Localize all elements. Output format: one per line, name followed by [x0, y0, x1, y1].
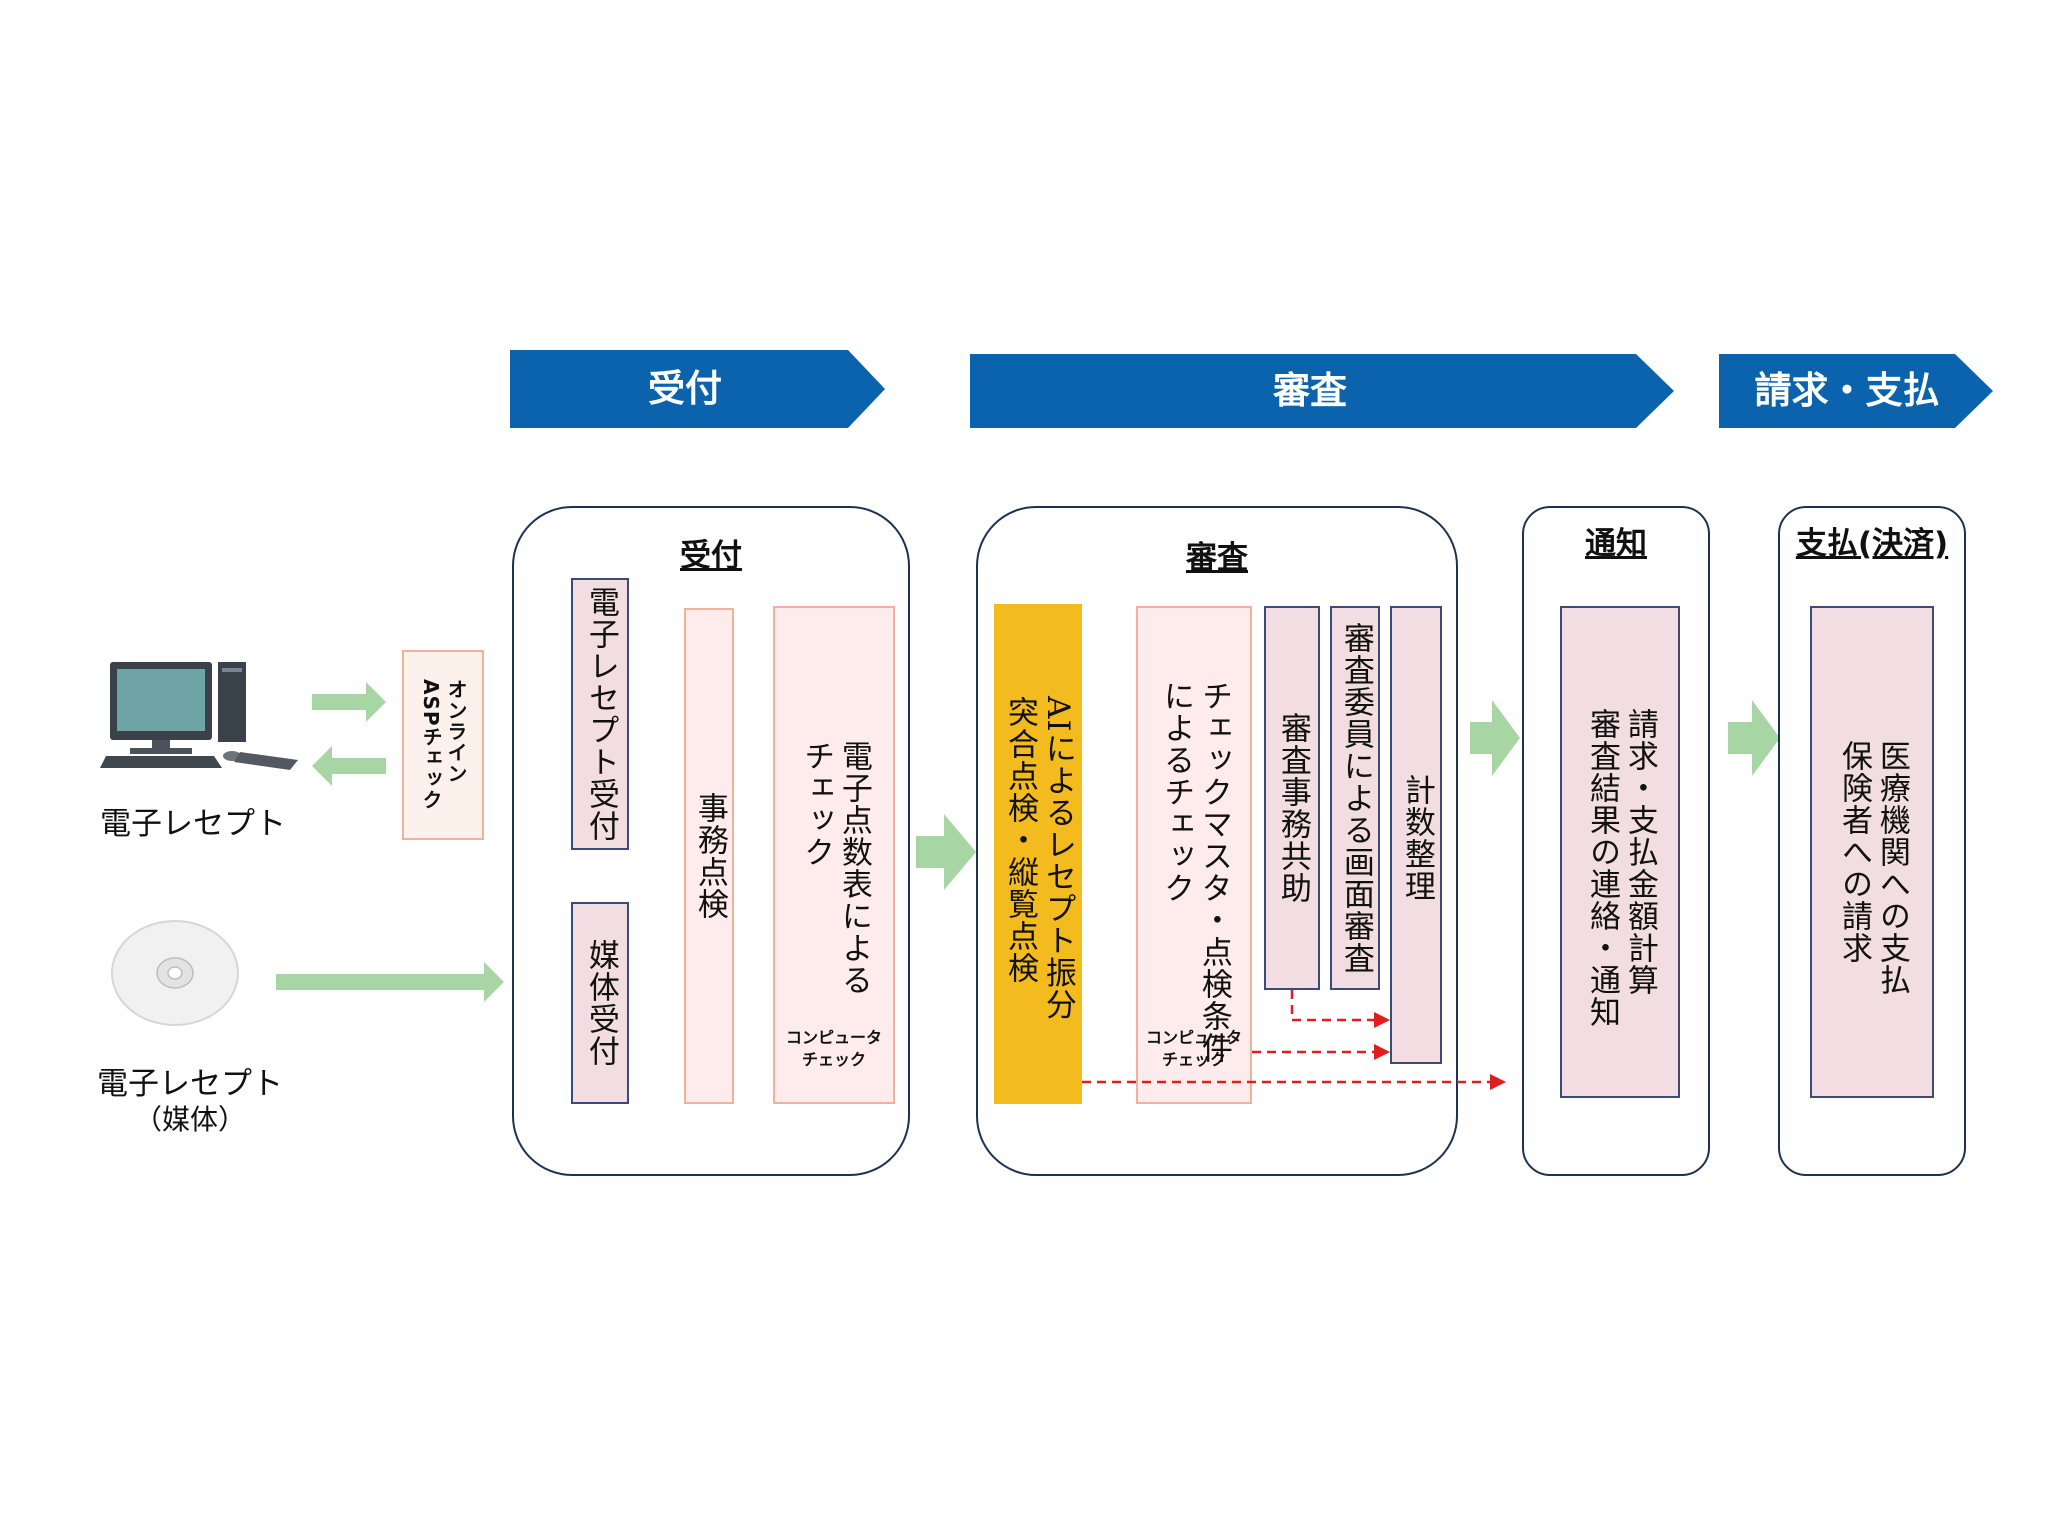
- phase-arrow-seikyu: [1719, 354, 1993, 428]
- ai-sort-label: AIによるレセプト振分 突合点検・縦覧点検: [1002, 696, 1076, 1021]
- committee-review-box: 審査委員による画面審査: [1330, 606, 1380, 990]
- office-check-box: 事務点検: [684, 608, 734, 1104]
- count-label: 計数整理: [1398, 774, 1435, 902]
- arrow-uketsuke-to-shinsa: [916, 814, 976, 890]
- count-box: 計数整理: [1390, 606, 1442, 1064]
- table-check-box: 電子点数表による チェック: [773, 606, 895, 1104]
- media-caption-line1: 電子レセプト: [97, 1066, 283, 1102]
- electronic-reception-label: 電子レセプト受付: [582, 586, 619, 842]
- media-caption-line2: （媒体）: [133, 1103, 246, 1137]
- master-check-label: チェックマスタ・点検条件 によるチェック: [1158, 680, 1232, 1064]
- computer-icon: [100, 662, 298, 770]
- phase-arrow-uketsuke: [510, 350, 885, 428]
- cd-icon: [111, 920, 239, 1026]
- table-check-label: 電子点数表による チェック: [798, 740, 872, 996]
- media-reception-box: 媒体受付: [571, 902, 629, 1104]
- tsuchi-label: 請求・支払金額計算 審査結果の連絡・通知: [1584, 708, 1658, 1028]
- group-uketsuke-title: 受付: [680, 538, 742, 574]
- phase-arrow-shinsa: [970, 354, 1674, 428]
- group-tsuchi-title: 通知: [1585, 526, 1647, 562]
- arrow-shinsa-to-tsuchi: [1470, 700, 1520, 776]
- group-shinsa-title: 審査: [1186, 540, 1248, 576]
- shiharai-label: 医療機関への支払 保険者への請求: [1836, 740, 1910, 996]
- arrow-to-asp: [312, 682, 386, 722]
- uketsuke-computer-check-note: コンピュータ チェック: [785, 1028, 882, 1069]
- master-check-box: チェックマスタ・点検条件 によるチェック: [1136, 606, 1252, 1104]
- group-shiharai-title: 支払(決済): [1795, 526, 1949, 562]
- media-reception-label: 媒体受付: [582, 939, 619, 1067]
- arrow-tsuchi-to-shiharai: [1728, 700, 1780, 776]
- shinsa-computer-check-note: コンピュータ チェック: [1145, 1028, 1242, 1069]
- online-asp-check-label: オンライン ASPチェック: [419, 679, 468, 811]
- tsuchi-box: 請求・支払金額計算 審査結果の連絡・通知: [1560, 606, 1680, 1098]
- arrow-from-asp: [312, 746, 386, 786]
- office-assist-box: 審査事務共助: [1264, 606, 1320, 990]
- office-assist-label: 審査事務共助: [1274, 712, 1311, 904]
- office-check-label: 事務点検: [691, 792, 728, 920]
- phase-label-shinsa: 審査: [1273, 369, 1347, 412]
- electronic-reception-box: 電子レセプト受付: [571, 578, 629, 850]
- phase-label-uketsuke: 受付: [648, 367, 722, 410]
- shiharai-box: 医療機関への支払 保険者への請求: [1810, 606, 1934, 1098]
- ai-sort-box: AIによるレセプト振分 突合点検・縦覧点検: [994, 604, 1082, 1104]
- online-asp-check-box: オンライン ASPチェック: [402, 650, 484, 840]
- computer-caption: 電子レセプト: [100, 806, 286, 842]
- committee-review-label: 審査委員による画面審査: [1337, 622, 1374, 974]
- media-caption: 電子レセプト （媒体）: [80, 1066, 300, 1137]
- arrow-media-to-uketsuke: [276, 962, 504, 1002]
- phase-label-seikyu: 請求・支払: [1754, 369, 1940, 412]
